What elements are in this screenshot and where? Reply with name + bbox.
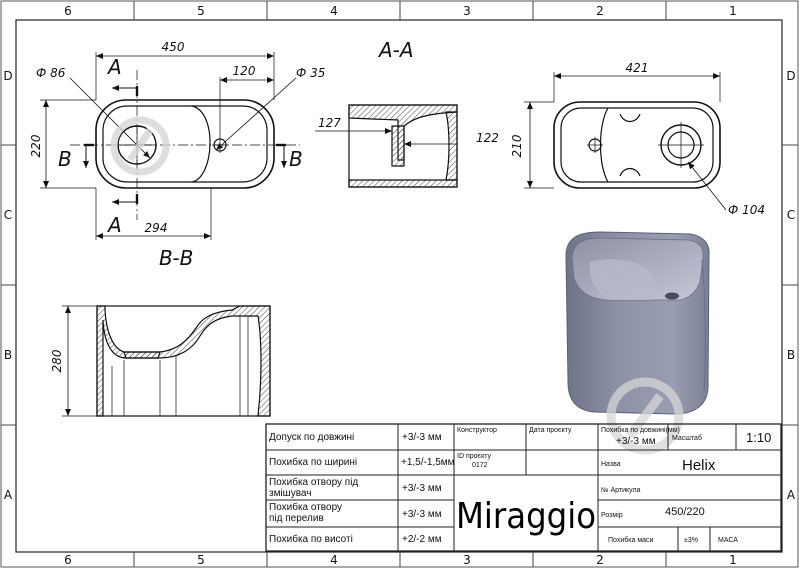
length-tolerance-value: +3/-3 мм [616,436,656,447]
top-view [40,52,300,240]
scale-value: 1:10 [746,430,771,445]
size-value: 450/220 [665,506,705,518]
dim-right-height: 210 [510,134,524,157]
dim-bb-height: 280 [50,349,64,372]
row-label-c-right: C [787,208,795,222]
constructor-label: Конструктор [457,427,497,434]
name-label: Назва [601,461,621,468]
col-label-2-top: 2 [596,4,604,18]
col-label-1-top: 1 [729,4,737,18]
overflow-hole-3d [665,292,679,300]
scale-label: Масштаб [672,434,702,442]
dim-drain-dia: Ф 86 [36,66,66,80]
inner-frame [15,19,783,553]
tol-label-length: Допуск по довжині [269,432,354,443]
row-label-b-left: B [4,348,12,362]
row-label-a-left: A [4,488,13,502]
size-label: Розмір [601,511,623,519]
tol-value-overflow-hole: +3/-3 мм [402,509,442,520]
project-id-label: ID проєкту [457,453,492,460]
title-block [265,423,782,552]
mass-tolerance-label: Похибка маси [608,536,654,544]
mass-tolerance-value: ±3% [684,537,698,544]
section-aa-view [315,104,458,188]
section-mark-a-top: A [106,55,122,79]
material-value: МАСА [718,537,738,544]
watermark-logo-icon [110,116,170,176]
article-label: № Артикула [601,487,641,494]
tol-label-width: Похибка по ширині [269,456,357,468]
section-title-bb: B-B [159,246,193,270]
col-label-6-top: 6 [64,4,72,18]
dim-overflow-offset: 120 [233,64,256,78]
col-label-5-top: 5 [197,4,205,18]
section-title-aa: A-A [377,38,414,62]
dim-top-width: 450 [162,40,185,54]
project-id-value: 0172 [472,462,488,469]
dim-bottom-width: 294 [145,221,168,235]
col-label-3-top: 3 [463,4,471,18]
name-value: Helix [682,457,716,474]
tol-value-length: +3/-3 мм [402,432,442,443]
date-label: Дата проєкту [529,427,572,434]
tol-value-width: +1,5/-1,5мм [401,457,455,468]
tol-label-height: Похибка по висоті [269,533,353,545]
col-label-5-bottom: 5 [197,553,205,567]
section-mark-b-right: B [289,147,303,171]
basin-3d-render [565,231,710,415]
col-label-6-bottom: 6 [64,553,72,567]
row-label-d-right: D [786,69,795,83]
row-label-b-right: B [787,348,795,362]
col-label-1-bottom: 1 [729,553,737,567]
dim-aa-left: 127 [318,116,341,130]
brand-logo: Miraggio [456,496,596,537]
dim-aa-right: 122 [476,131,499,145]
section-mark-b-left: B [58,147,72,171]
section-mark-a-bottom: A [106,213,122,237]
dim-overflow-dia: Ф 35 [296,66,325,80]
length-tolerance-label: Похибка по довжині(мм) [601,426,680,434]
col-label-3-bottom: 3 [463,553,471,567]
dim-right-width: 421 [626,61,649,75]
row-label-c-left: C [4,208,12,222]
col-label-4-top: 4 [330,4,338,18]
col-label-4-bottom: 4 [330,553,338,567]
row-label-a-right: A [787,488,796,502]
right-top-view [524,72,727,211]
dim-top-height: 220 [29,134,43,157]
section-bb-view [62,305,271,417]
tol-value-height: +2/-2 мм [402,534,442,545]
row-label-d-left: D [3,69,12,83]
tol-value-mixer-hole: +3/-3 мм [402,483,442,494]
col-label-2-bottom: 2 [596,553,604,567]
dim-right-dia: Ф 104 [728,203,765,217]
